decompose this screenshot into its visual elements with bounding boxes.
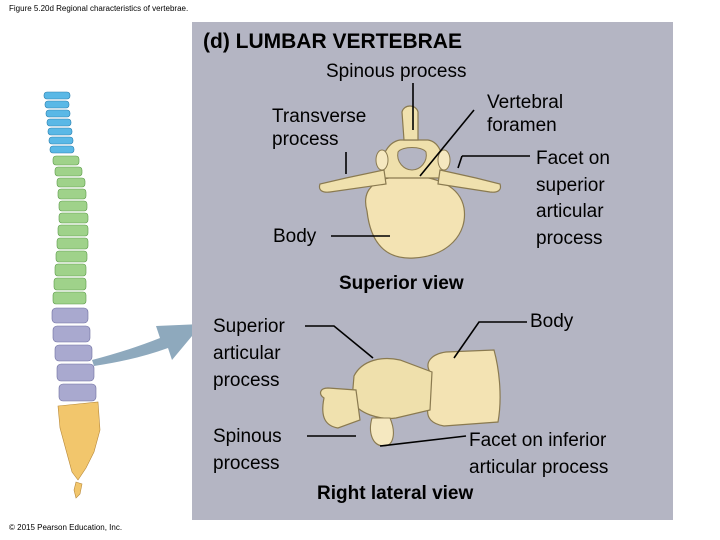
label-body-top: Body [273, 226, 317, 247]
diagram-title: (d) LUMBAR VERTEBRAE [203, 30, 462, 53]
label-transverse-process: Transverse process [272, 106, 367, 150]
diagram-panel [192, 22, 673, 520]
label-spinous-process-lateral: Spinous process [213, 426, 282, 474]
label-facet-inferior-articular: Facet on inferior articular process [469, 430, 609, 478]
label-facet-superior-articular: Facet on superior articular process [536, 148, 610, 249]
label-superior-view: Superior view [339, 273, 464, 294]
label-spinous-process-top: Spinous process [326, 61, 467, 82]
leader-lines [305, 83, 530, 447]
lumbar-region [51, 307, 97, 402]
copyright-notice: © 2015 Pearson Education, Inc. [9, 523, 123, 532]
thoracic-region [52, 155, 89, 305]
arrow-icon [92, 324, 202, 366]
label-superior-articular-process: Superior articular process [213, 316, 285, 391]
vertebral-column-illustration [43, 91, 101, 499]
lumbar-vertebra-superior-view [318, 105, 502, 259]
lumbar-vertebra-lateral-view [319, 349, 501, 447]
label-right-lateral-view: Right lateral view [317, 483, 474, 504]
label-vertebral-foramen: Vertebral foramen [487, 92, 564, 136]
sacrum-region [57, 401, 101, 499]
cervical-region [43, 91, 75, 154]
label-body-lateral: Body [530, 311, 574, 332]
figure-caption: Figure 5.20d Regional characteristics of… [9, 4, 189, 13]
